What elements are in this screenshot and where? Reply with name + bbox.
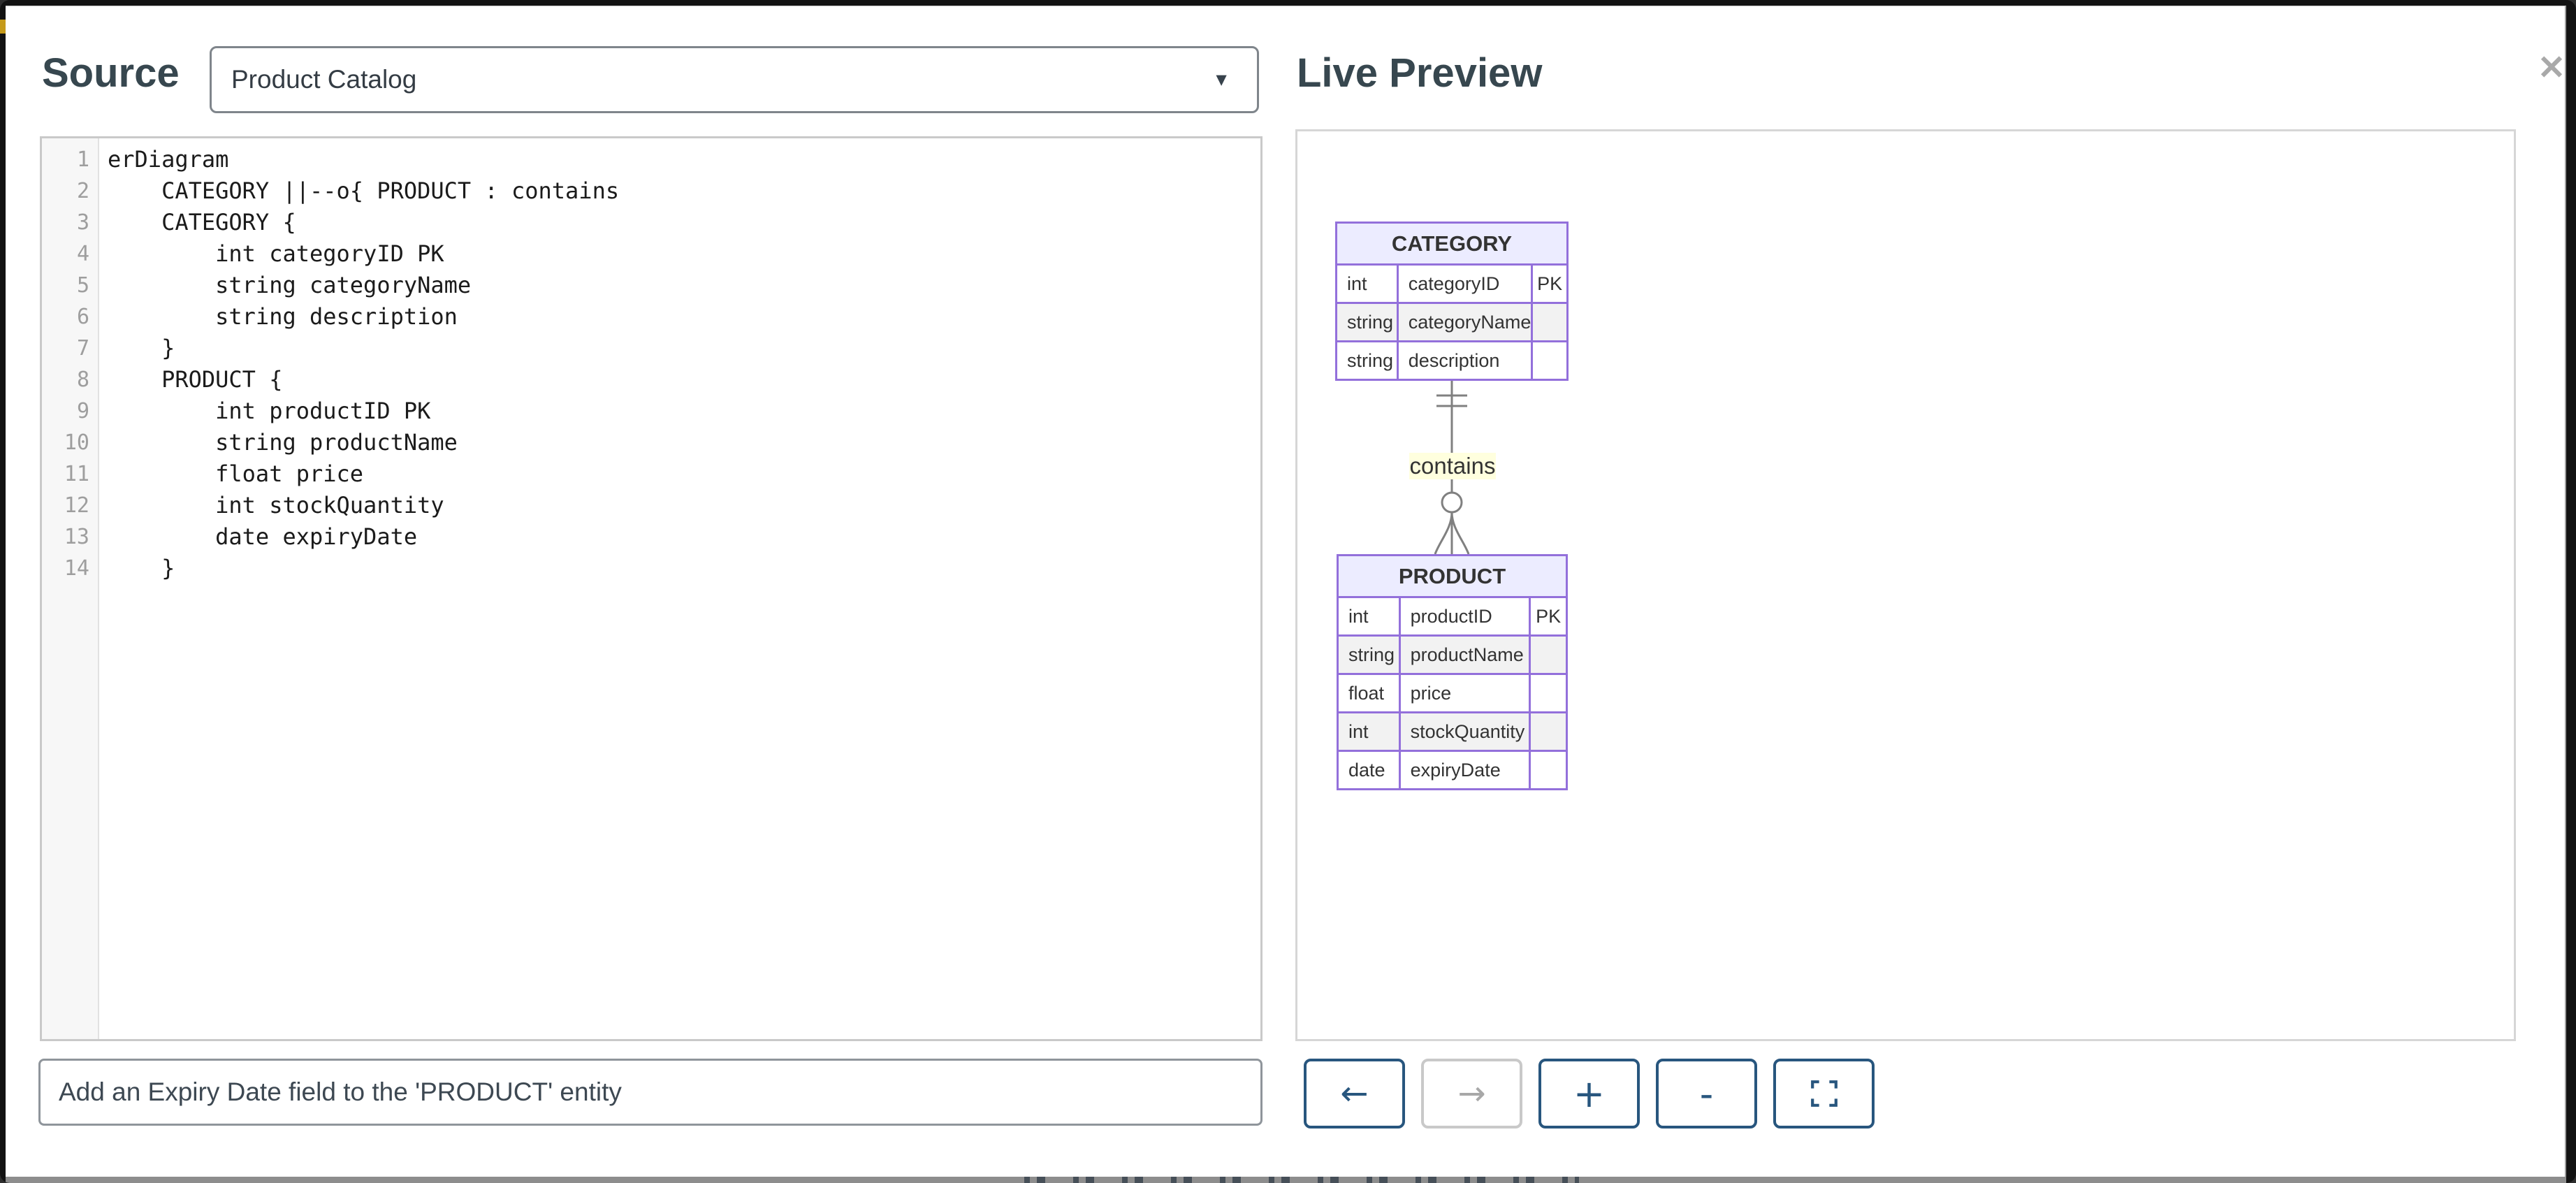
entity-title: CATEGORY <box>1335 222 1569 266</box>
attribute-row: int stockQuantity <box>1337 711 1568 752</box>
attribute-row: string productName <box>1337 634 1568 675</box>
code-line: 8 PRODUCT { <box>76 366 283 393</box>
code-line: 10 string productName <box>64 429 458 456</box>
close-icon[interactable]: ✕ <box>2537 50 2566 87</box>
clipped-page-text <box>1013 1177 1579 1183</box>
code-line: 6 string description <box>76 303 458 330</box>
er-entity-product: PRODUCT int productID PK string productN… <box>1337 554 1568 790</box>
attribute-row: string description <box>1335 340 1569 381</box>
attribute-row: int categoryID PK <box>1335 263 1569 304</box>
chevron-down-icon: ▼ <box>1212 68 1230 90</box>
er-entity-category: CATEGORY int categoryID PK string catego… <box>1335 222 1569 381</box>
code-line: 2 CATEGORY ||--o{ PRODUCT : contains <box>76 177 620 204</box>
code-line: 3 CATEGORY { <box>76 209 296 235</box>
line-number-gutter <box>42 138 99 1039</box>
zoom-in-button[interactable]: + <box>1538 1059 1640 1128</box>
live-preview-canvas[interactable]: CATEGORY int categoryID PK string catego… <box>1295 129 2516 1041</box>
attribute-row: string categoryName <box>1335 302 1569 342</box>
attribute-row: float price <box>1337 673 1568 713</box>
redo-forward-button[interactable]: → <box>1421 1059 1522 1128</box>
diagram-select[interactable]: Product Catalog ▼ <box>210 46 1259 113</box>
diagram-editor-modal: Source Product Catalog ▼ Live Preview ✕ … <box>6 6 2566 1177</box>
code-line: 5 string categoryName <box>76 272 472 298</box>
code-line: 13 date expiryDate <box>64 523 418 550</box>
background-page-sliver <box>6 1177 2566 1183</box>
edge-artifact <box>0 20 6 34</box>
live-preview-heading: Live Preview <box>1297 50 1543 96</box>
undo-back-button[interactable]: ← <box>1304 1059 1405 1128</box>
ai-prompt-input[interactable] <box>38 1059 1262 1126</box>
attribute-row: date expiryDate <box>1337 750 1568 790</box>
entity-title: PRODUCT <box>1337 554 1568 598</box>
zoom-out-button[interactable]: - <box>1656 1059 1757 1128</box>
source-heading: Source <box>42 50 180 96</box>
code-line: 4 int categoryID PK <box>76 240 444 267</box>
diagram-select-value: Product Catalog <box>231 65 417 94</box>
code-line: 7 } <box>76 335 175 361</box>
code-line: 9 int productID PK <box>76 398 431 424</box>
fullscreen-icon <box>1810 1080 1838 1107</box>
attribute-row: int productID PK <box>1337 596 1568 637</box>
relationship-label: contains <box>1409 453 1496 479</box>
code-line: 12 int stockQuantity <box>64 492 444 518</box>
fullscreen-button[interactable] <box>1773 1059 1875 1128</box>
code-line: 14 } <box>64 555 175 581</box>
code-line: 11 float price <box>64 460 364 487</box>
